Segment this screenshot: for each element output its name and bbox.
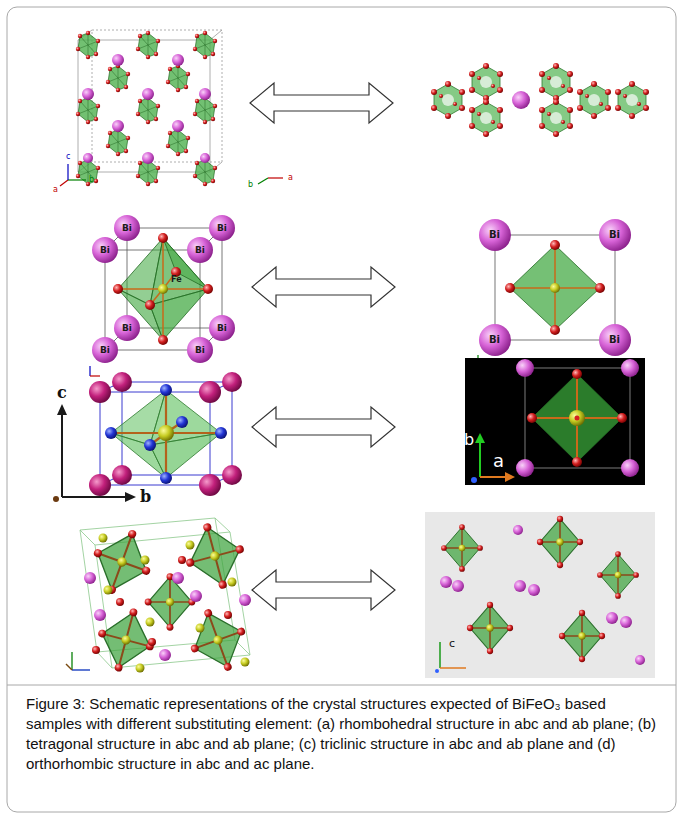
atom-label: Bi	[122, 324, 132, 333]
atom-label: Bi	[609, 230, 620, 240]
atom-label: Bi	[217, 324, 227, 333]
atom-label: Bi	[609, 335, 620, 345]
axis-label: c	[57, 385, 67, 401]
axis-label: b	[464, 432, 474, 448]
axis-label: c	[449, 638, 455, 649]
axis-label: a	[53, 186, 58, 194]
atom-label: Bi	[100, 346, 110, 355]
atom-label: Fe	[171, 276, 182, 284]
axis-label: b	[140, 489, 151, 505]
atom-label: Bi	[489, 335, 500, 345]
atom-label: Bi	[217, 224, 227, 233]
atom-label: Bi	[100, 246, 110, 255]
atom-label: Bi	[122, 224, 132, 233]
axis-label: a	[493, 452, 504, 470]
axis-label: b	[89, 176, 94, 184]
atom-label: Bi	[489, 230, 500, 240]
axis-label: a	[288, 174, 293, 182]
atom-label: Bi	[195, 246, 205, 255]
figure-caption: Figure 3: Schematic representations of t…	[26, 694, 658, 774]
axis-label: c	[66, 153, 70, 161]
axis-label: b	[248, 181, 253, 189]
atom-label: Bi	[195, 346, 205, 355]
